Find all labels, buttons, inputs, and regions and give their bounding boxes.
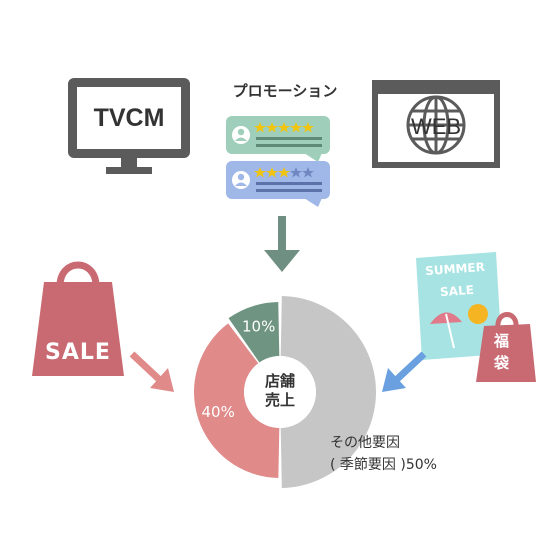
donut-slice-10pct [228, 302, 280, 363]
down-arrow-icon [262, 216, 302, 274]
diagonal-arrow-blue-icon [378, 350, 428, 396]
lucky-bag-char1: 福 [494, 332, 510, 350]
lucky-bag-icon [474, 308, 538, 384]
center-label-line1: 店舗 [264, 372, 295, 390]
sale-label: SALE [45, 340, 111, 365]
diagonal-arrow-pink-icon [128, 350, 178, 396]
globe-icon [404, 93, 468, 157]
other-factors-line2: ( 季節要因 )50% [330, 457, 437, 473]
center-label: 店舗 売上 [250, 372, 310, 410]
donut-slice-50pct [280, 296, 377, 488]
donut-label-40pct: 40% [202, 403, 235, 421]
review-stars-3 [254, 167, 314, 178]
web-label: WEB [410, 114, 462, 139]
tvcm-label: TVCM [93, 104, 165, 132]
sales-donut-chart: 40% 10% [180, 292, 380, 492]
donut-hole [244, 356, 316, 428]
review-bubble-top [226, 116, 336, 164]
shopping-bag-icon [30, 252, 126, 378]
promotion-label: プロモーション [232, 82, 338, 100]
center-label-line2: 売上 [264, 391, 295, 409]
tv-icon [68, 78, 190, 178]
other-factors-label: その他要因 ( 季節要因 )50% [330, 432, 530, 476]
lucky-bag-char2: 袋 [494, 354, 510, 372]
summer-sale-poster [412, 252, 504, 362]
donut-slice-40pct [194, 323, 280, 478]
review-bubble-bottom [226, 161, 336, 209]
other-factors-line1: その他要因 [330, 435, 400, 451]
donut-label-10pct: 10% [242, 317, 275, 335]
review-stars-5 [254, 122, 314, 133]
